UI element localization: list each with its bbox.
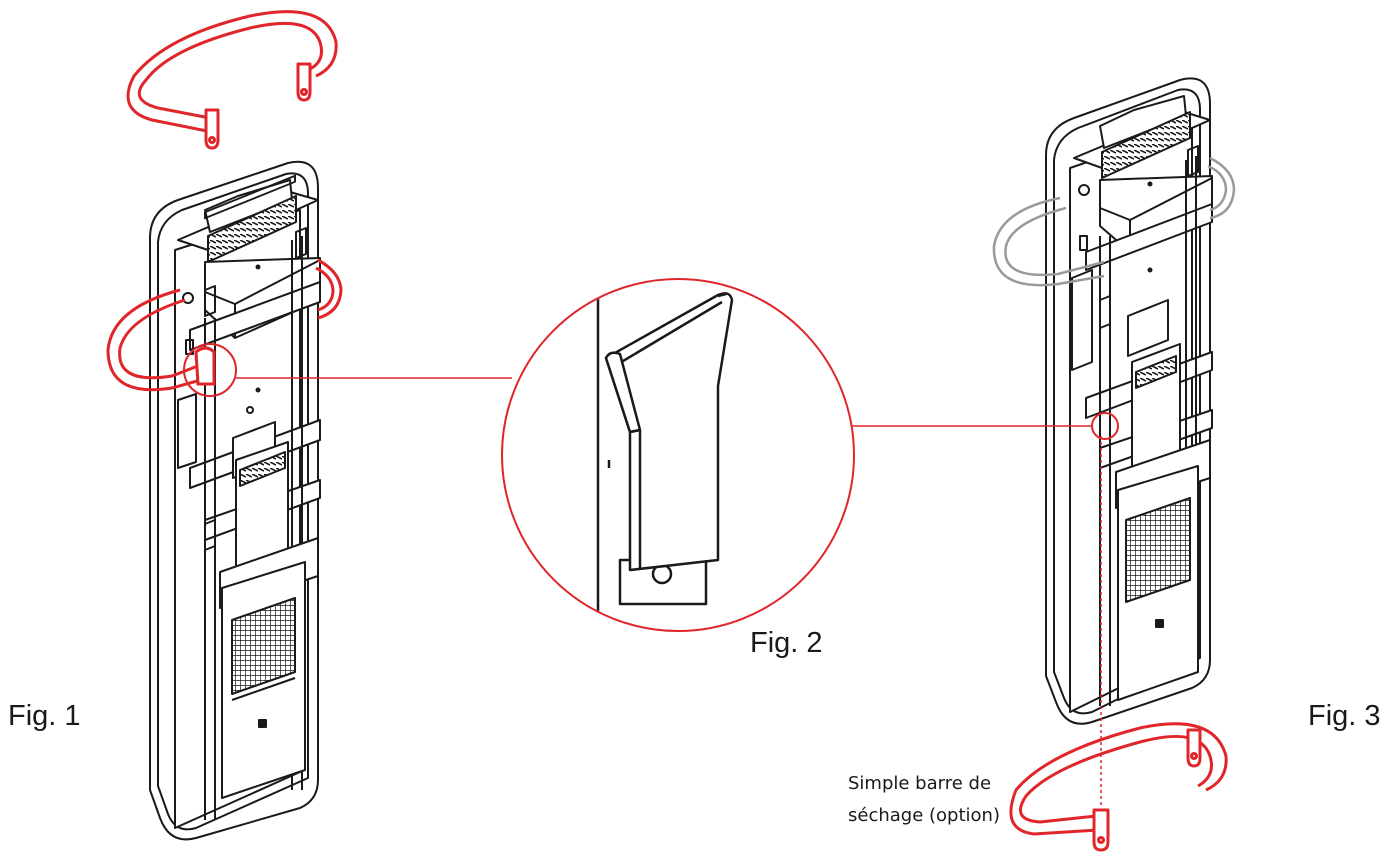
fig-2-label: Fig. 2 <box>750 627 823 659</box>
optional-bar-note-line-1: Simple barre de <box>848 773 992 794</box>
radiator-fig1 <box>149 160 321 841</box>
detail-marker-fig1 <box>183 343 237 397</box>
towel-bar-loose-top <box>126 10 338 150</box>
fig-1-label: Fig. 1 <box>8 700 81 732</box>
zoom-detail-fig2 <box>501 278 855 632</box>
radiator-fig3 <box>1045 77 1213 725</box>
optional-bar-note-line-2: séchage (option) <box>848 805 1000 826</box>
towel-bar-installed-fig1 <box>106 258 343 392</box>
fig-3-label: Fig. 3 <box>1308 700 1381 732</box>
towel-bar-optional-bottom <box>1009 722 1228 852</box>
towel-bar-ghost-fig3 <box>992 156 1236 287</box>
